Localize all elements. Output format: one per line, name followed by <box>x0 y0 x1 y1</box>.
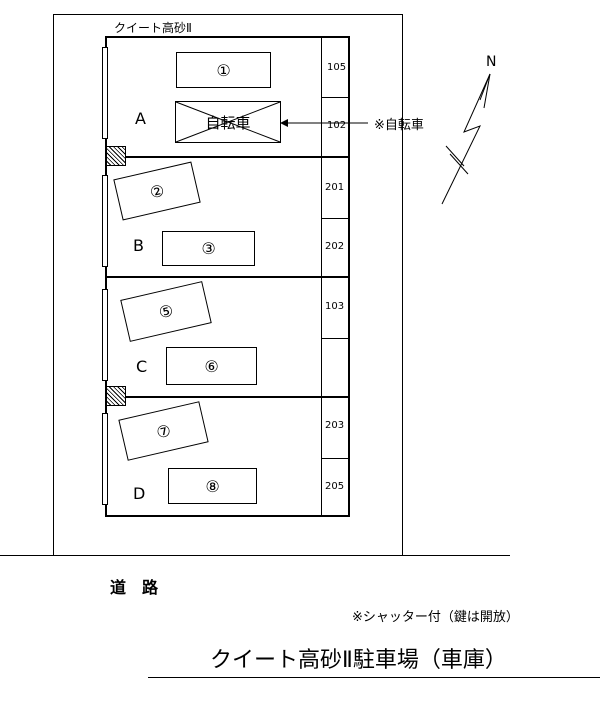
unit-cell-divider <box>321 458 350 459</box>
bay-label-c: C <box>136 357 148 376</box>
bicycle-space: 自転車 <box>175 101 281 143</box>
shutter-c <box>102 289 108 381</box>
shutter-note: ※シャッター付（鍵は開放） <box>352 610 519 625</box>
car-space-3: ③ <box>162 231 255 266</box>
unit-number: 203 <box>325 420 345 431</box>
car-space-6: ⑥ <box>166 347 257 385</box>
bicycle-note: ※自転車 <box>374 118 424 133</box>
unit-number: 205 <box>325 481 345 492</box>
bay-divider-ab <box>105 156 350 158</box>
road-line <box>0 555 510 556</box>
car-space-1: ① <box>176 52 271 88</box>
site-boundary-left <box>53 14 54 556</box>
site-boundary-right <box>402 14 403 556</box>
unit-number: 103 <box>325 301 345 312</box>
north-arrow <box>441 73 491 205</box>
unit-number: 105 <box>327 62 347 73</box>
building-name-small: クイート高砂Ⅱ <box>114 21 192 35</box>
pillar-hatch <box>106 386 126 406</box>
bicycle-space-cross <box>175 101 281 143</box>
unit-cell-divider <box>321 338 350 339</box>
bay-label-b: B <box>133 236 144 255</box>
unit-number: 202 <box>325 241 345 252</box>
bay-divider-cd <box>105 396 350 398</box>
shutter-d <box>102 413 108 505</box>
unit-cell-divider <box>321 218 350 219</box>
bicycle-space-label: 自転車 <box>205 113 251 132</box>
shutter-b <box>102 175 108 267</box>
road-label: 道 路 <box>110 578 159 597</box>
unit-number: 102 <box>327 120 347 131</box>
bay-label-d: D <box>133 484 146 503</box>
unit-number: 201 <box>325 182 345 193</box>
title-underline <box>148 677 600 678</box>
north-label: N <box>486 54 497 70</box>
bicycle-arrow <box>280 119 368 127</box>
unit-column-divider <box>321 36 322 517</box>
site-boundary-top <box>53 14 403 15</box>
page-title: クイート高砂Ⅱ駐車場（車庫） <box>210 648 507 673</box>
bay-label-a: A <box>135 109 146 128</box>
shutter-a <box>102 47 108 139</box>
car-space-8: ⑧ <box>168 468 257 504</box>
pillar-hatch <box>106 146 126 166</box>
bay-divider-bc <box>105 276 350 278</box>
unit-cell-divider <box>321 97 350 98</box>
